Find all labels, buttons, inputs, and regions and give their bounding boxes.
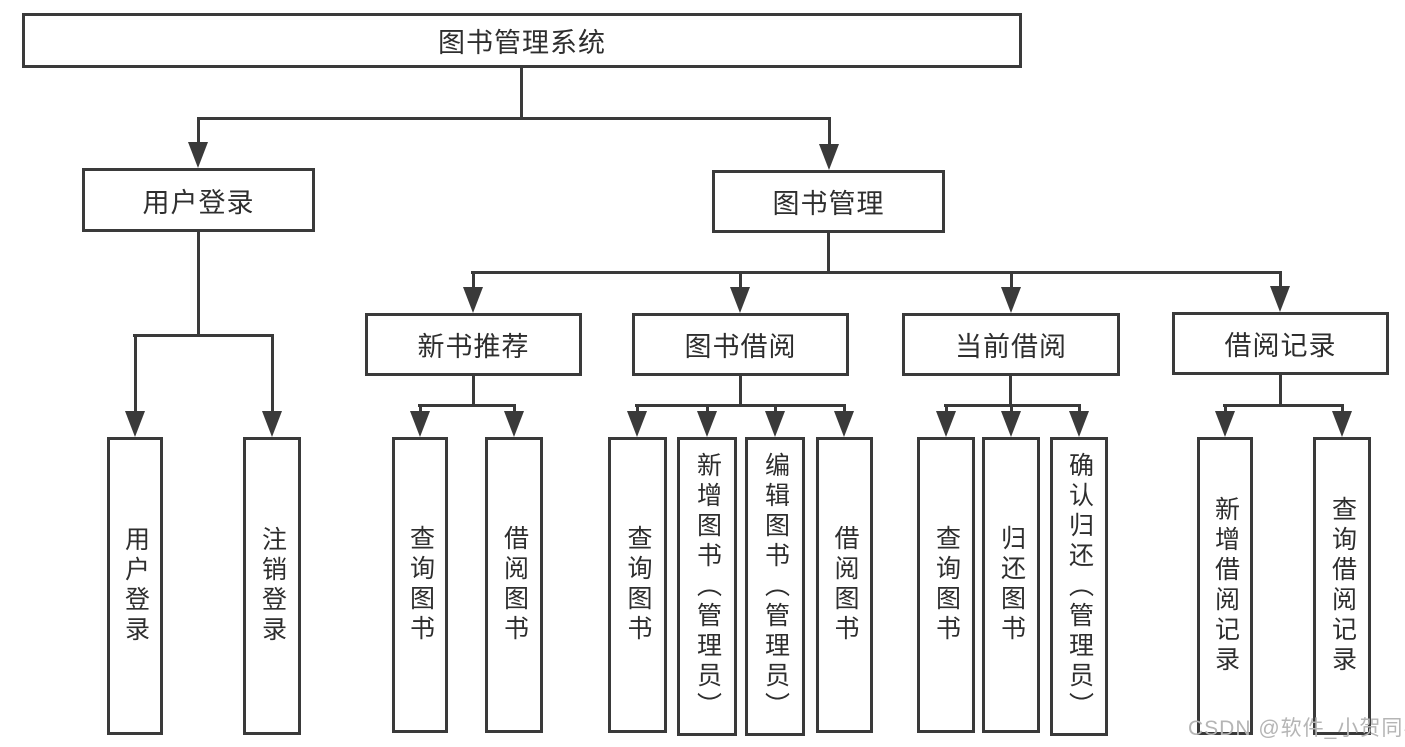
arrow-down-icon <box>262 411 282 437</box>
node-label: 借阅记录 <box>1224 331 1337 361</box>
connector-arrow-shaft <box>705 406 709 415</box>
node-label: 新增借阅记录 <box>1211 496 1240 676</box>
connector-line <box>635 404 846 407</box>
connector-line <box>472 376 475 406</box>
arrow-down-icon <box>697 411 717 437</box>
node-leaf-query-borrow-record: 查询借阅记录 <box>1313 437 1371 735</box>
connector-arrow-shaft <box>842 406 846 415</box>
csdn-watermark: CSDN @软件_小贺同学 <box>1188 717 1405 740</box>
connector-arrow-shaft <box>1077 406 1081 415</box>
node-leaf-confirm-return-admin: 确认归还（管理员） <box>1050 437 1108 736</box>
arrow-down-icon <box>188 142 208 168</box>
node-label: 用户登录 <box>142 187 255 218</box>
node-leaf-borrow-books-2: 借阅图书 <box>816 437 873 733</box>
node-user-login-group: 用户登录 <box>82 168 315 232</box>
node-label: 图书管理 <box>772 189 885 219</box>
node-leaf-query-books-2: 查询图书 <box>608 437 667 733</box>
node-leaf-logout: 注销登录 <box>243 437 301 735</box>
arrow-down-icon <box>463 287 483 313</box>
connector-arrow-shaft <box>270 336 274 415</box>
node-current-borrowing: 当前借阅 <box>902 313 1120 376</box>
arrow-down-icon <box>730 287 750 313</box>
node-label: 查询图书 <box>406 525 435 645</box>
arrow-down-icon <box>1069 411 1089 437</box>
connector-arrow-shaft <box>1223 406 1227 415</box>
arrow-down-icon <box>627 411 647 437</box>
connector-line <box>520 68 523 118</box>
node-leaf-add-book-admin: 新增图书（管理员） <box>677 437 737 736</box>
arrow-down-icon <box>936 411 956 437</box>
connector-line <box>1009 376 1012 406</box>
connector-arrow-shaft <box>1278 273 1282 290</box>
connector-line <box>197 117 831 120</box>
node-label: 图书管理系统 <box>438 28 606 58</box>
node-label: 借阅图书 <box>831 525 859 645</box>
node-label: 新增图书（管理员） <box>693 451 722 722</box>
arrow-down-icon <box>1001 411 1021 437</box>
connector-arrow-shaft <box>738 273 742 291</box>
node-label: 查询图书 <box>624 525 652 645</box>
connector-line <box>739 376 742 406</box>
node-leaf-user-login: 用户登录 <box>107 437 163 735</box>
node-label: 查询图书 <box>932 525 961 645</box>
node-leaf-query-books-1: 查询图书 <box>392 437 448 733</box>
node-new-book-recommend: 新书推荐 <box>365 313 582 376</box>
connector-line <box>1223 404 1344 407</box>
connector-line <box>1279 375 1282 406</box>
connector-arrow-shaft <box>1009 406 1013 415</box>
arrow-down-icon <box>504 411 524 437</box>
connector-arrow-shaft <box>1009 273 1013 291</box>
connector-line <box>133 334 274 337</box>
node-leaf-query-books-3: 查询图书 <box>917 437 975 733</box>
node-leaf-return-books: 归还图书 <box>982 437 1040 733</box>
node-label: 编辑图书（管理员） <box>761 451 790 722</box>
node-library-management-system: 图书管理系统 <box>22 13 1022 68</box>
arrow-down-icon <box>834 411 854 437</box>
node-label: 借阅图书 <box>500 525 529 645</box>
connector-line <box>418 404 516 407</box>
connector-line <box>197 232 200 336</box>
arrow-down-icon <box>410 411 430 437</box>
node-leaf-add-borrow-record: 新增借阅记录 <box>1197 437 1253 735</box>
connector-line <box>827 233 830 273</box>
node-borrowing-records: 借阅记录 <box>1172 312 1389 375</box>
connector-arrow-shaft <box>635 406 639 415</box>
connector-arrow-shaft <box>944 406 948 415</box>
connector-arrow-shaft <box>196 118 200 146</box>
connector-arrow-shaft <box>512 406 516 415</box>
connector-arrow-shaft <box>773 406 777 415</box>
node-label: 图书借阅 <box>684 332 797 362</box>
connector-arrow-shaft <box>827 118 831 148</box>
arrow-down-icon <box>765 411 785 437</box>
node-book-management-group: 图书管理 <box>712 170 945 233</box>
node-label: 查询借阅记录 <box>1328 496 1357 676</box>
connector-line <box>471 271 1282 274</box>
node-label: 确认归还（管理员） <box>1065 451 1094 722</box>
node-label: 新书推荐 <box>417 332 530 362</box>
arrow-down-icon <box>125 411 145 437</box>
arrow-down-icon <box>1332 411 1352 437</box>
node-label: 用户登录 <box>121 526 150 646</box>
arrow-down-icon <box>819 144 839 170</box>
connector-arrow-shaft <box>471 273 475 291</box>
arrow-down-icon <box>1215 411 1235 437</box>
node-label: 当前借阅 <box>955 332 1067 362</box>
arrow-down-icon <box>1001 287 1021 313</box>
connector-line <box>944 404 1081 407</box>
arrow-down-icon <box>1270 286 1290 312</box>
connector-arrow-shaft <box>133 336 137 415</box>
node-book-borrowing: 图书借阅 <box>632 313 849 376</box>
node-leaf-borrow-books-1: 借阅图书 <box>485 437 543 733</box>
connector-arrow-shaft <box>418 406 422 415</box>
node-label: 归还图书 <box>997 525 1026 645</box>
connector-arrow-shaft <box>1340 406 1344 415</box>
node-label: 注销登录 <box>258 526 287 646</box>
node-leaf-edit-book-admin: 编辑图书（管理员） <box>745 437 805 736</box>
